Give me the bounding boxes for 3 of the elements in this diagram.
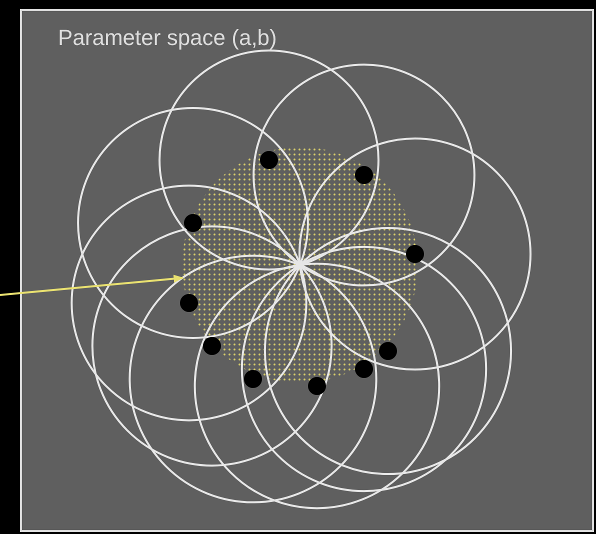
panel-title: Parameter space (a,b) bbox=[58, 25, 277, 51]
arrow bbox=[0, 274, 184, 296]
panel bbox=[20, 9, 594, 532]
